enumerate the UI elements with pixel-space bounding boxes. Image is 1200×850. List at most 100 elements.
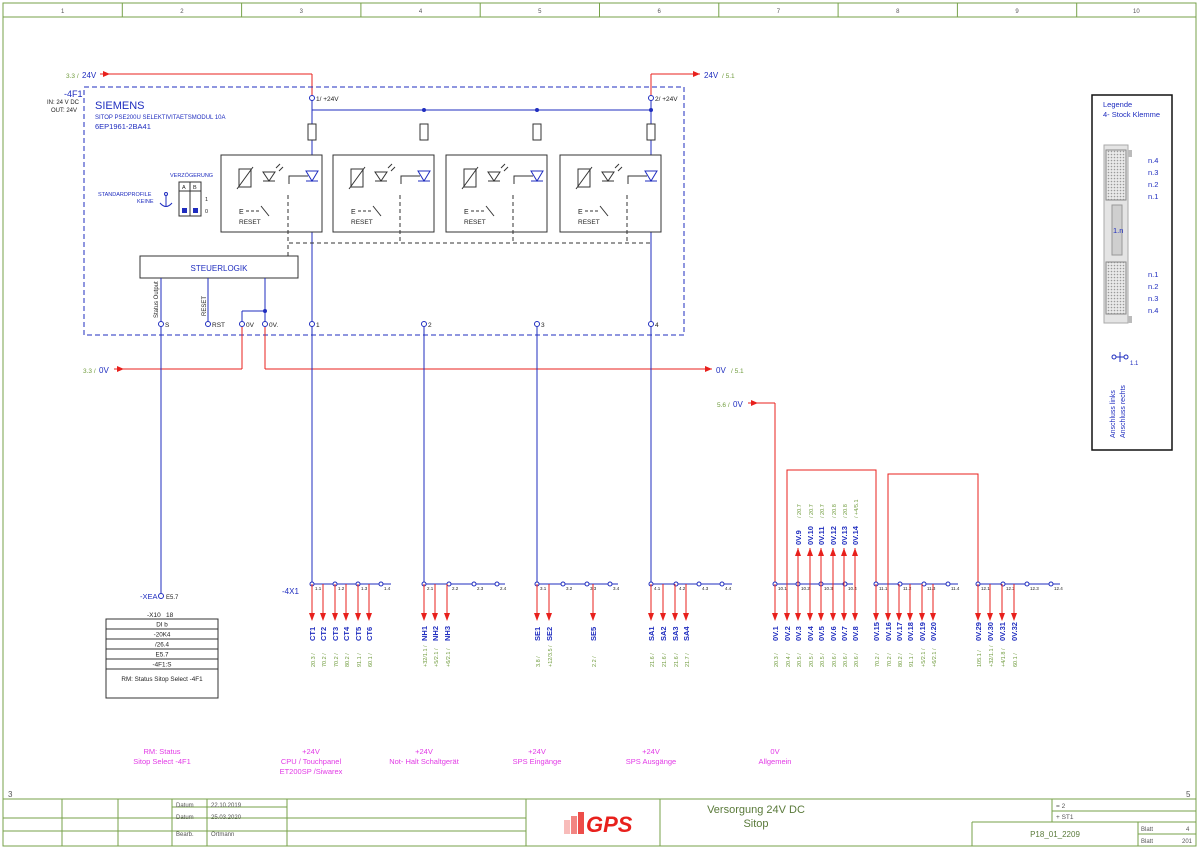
output-ref: +32/1.1 / bbox=[989, 645, 995, 667]
output-ref: 60.1 / bbox=[1013, 653, 1019, 667]
bridge-output-0V.13: 0V.13 / 20.8 bbox=[840, 504, 849, 584]
terminal-label: 11.1 bbox=[879, 586, 888, 591]
output-ref: 60.1 / bbox=[368, 653, 374, 667]
output-ref: 21.6 / bbox=[650, 653, 656, 667]
terminal-label: 3.4 bbox=[613, 586, 620, 591]
terminal-block-icon bbox=[1103, 144, 1132, 324]
legend-top-n4: n.4 bbox=[1148, 156, 1158, 165]
terminal-label: 4.3 bbox=[702, 586, 709, 591]
legend-top-n3: n.3 bbox=[1148, 168, 1158, 177]
terminal-label: 1.4 bbox=[384, 586, 391, 591]
bridge-output-id: 0V.10 bbox=[806, 526, 815, 545]
terminal-label: 2.4 bbox=[500, 586, 507, 591]
label-0v-in-b: 0V bbox=[733, 400, 743, 409]
ref-24v-out: / 5.1 bbox=[722, 73, 735, 80]
bridge-output-id: 0V.14 bbox=[851, 525, 860, 545]
output-0V.1: 0V.120.3 / bbox=[771, 584, 780, 667]
device-4f1: -4F1 IN: 24 V DC OUT: 24V SIEMENS SITOP … bbox=[47, 86, 685, 336]
column-label: 8 bbox=[896, 9, 900, 15]
terminal-label: 2.2 bbox=[452, 586, 459, 591]
svg-text:E: E bbox=[351, 209, 356, 216]
output-ref: 3.8 / bbox=[536, 656, 542, 667]
output-ref: 20.5 / bbox=[809, 653, 815, 667]
output-ref: 80.2 / bbox=[898, 653, 904, 667]
bridge-output-ref: / 20.7 bbox=[809, 504, 815, 518]
supply-24v-out: 24V / 5.1 bbox=[650, 71, 735, 97]
device-part-number: 6EP1961-2BA41 bbox=[95, 122, 151, 131]
column-label: 9 bbox=[1015, 9, 1019, 15]
blatt-total-label: Blatt bbox=[1141, 839, 1153, 845]
xea-row: DI b bbox=[156, 622, 168, 629]
output-ref: 70.2 / bbox=[887, 653, 893, 667]
xea-input-box: -XEA E5.7 -X10 18 DI b-20K4/26.4E5.7-4F1… bbox=[105, 327, 219, 699]
output-0V.19: 0V.19+5/2.1 / bbox=[918, 584, 927, 667]
gps-logo-icon: GPS bbox=[564, 812, 633, 837]
output-ref: 91.1 / bbox=[909, 653, 915, 667]
legend-bridge-ref: 1.1 bbox=[1130, 361, 1139, 367]
reset-vertical-label: RESET bbox=[202, 296, 208, 316]
output-ref: 80.2 / bbox=[345, 653, 351, 667]
output-0V.31: 0V.31 +4/1.8 / bbox=[998, 584, 1007, 667]
anchor-icon bbox=[159, 192, 173, 207]
bridge-output-ref: / 20.8 bbox=[843, 504, 849, 518]
legend-top-n1: n.1 bbox=[1148, 192, 1158, 201]
group-label-line: +24V bbox=[302, 747, 320, 756]
drawing-number: P18_01_2209 bbox=[1030, 830, 1080, 839]
ref-0v-in: 3.3 / bbox=[83, 368, 96, 375]
column-label: 6 bbox=[657, 9, 661, 15]
bridge-output-id: 0V.12 bbox=[829, 526, 838, 545]
output-ref: 20.6 / bbox=[854, 653, 860, 667]
column-label: 1 bbox=[61, 9, 65, 15]
output-ref: 20.6 / bbox=[832, 653, 838, 667]
svg-text:E: E bbox=[464, 209, 469, 216]
switch-col-a: A bbox=[182, 185, 186, 191]
svg-text:E: E bbox=[239, 209, 244, 216]
output-0V.2: 0V.220.4 / bbox=[783, 584, 792, 667]
output-SE2: SE2+12/3.5 / bbox=[545, 584, 554, 667]
device-description: SITOP PSE200U SELEKTIVITAETSMODUL 10A bbox=[95, 115, 226, 121]
datum-label-2: Datum bbox=[176, 815, 194, 821]
xea-row: /26.4 bbox=[155, 642, 170, 649]
channel-3: E RESET bbox=[445, 123, 548, 327]
bridge-symbol-icon bbox=[1111, 352, 1129, 362]
output-id: 0V.31 bbox=[998, 622, 1007, 641]
output-id: 0V.17 bbox=[895, 622, 904, 641]
datum-2: 25.03.2020 bbox=[211, 815, 242, 821]
output-id: SA3 bbox=[671, 626, 680, 641]
bottom-pin-label: 4 bbox=[655, 322, 659, 329]
bridge-output-id: 0V.13 bbox=[840, 526, 849, 545]
legend-bot-n4: n.4 bbox=[1148, 306, 1158, 315]
group-label-line: Not- Halt Schaltgerät bbox=[389, 757, 460, 766]
bridge-output-0V.14: 0V.14/ +4/5.1 bbox=[851, 499, 860, 584]
terminal-label: 2.1 bbox=[427, 586, 434, 591]
legend-bot-n2: n.2 bbox=[1148, 282, 1158, 291]
terminal-label: 3.1 bbox=[540, 586, 547, 591]
ref-0v-in-b: 5.6 / bbox=[717, 402, 730, 409]
title-eq: = 2 bbox=[1056, 803, 1066, 810]
output-id: CT3 bbox=[331, 627, 340, 641]
output-ref: +4/1.8 / bbox=[1001, 648, 1007, 667]
terminal-label: 1.2 bbox=[338, 586, 345, 591]
bridge-output-0V.9: 0V.9/ 20.7 bbox=[794, 504, 803, 584]
column-label: 3 bbox=[300, 9, 304, 15]
output-ref: +12/3.5 / bbox=[548, 645, 554, 667]
group-label-line: ET200SP /Siwarex bbox=[280, 767, 343, 776]
legend-conn-right: Anschluss rechts bbox=[1120, 385, 1127, 438]
output-ref: 21.7 / bbox=[685, 653, 691, 667]
output-NH3: NH3+6/2.1 / bbox=[443, 584, 452, 667]
output-id: CT5 bbox=[354, 627, 363, 641]
side-label-left: 3 bbox=[8, 790, 13, 799]
side-label-right: 5 bbox=[1186, 790, 1191, 799]
bottom-pin-label: 0V. bbox=[269, 322, 278, 329]
output-NH1: NH1+32/1.1 / bbox=[420, 584, 429, 667]
reset-label: RESET bbox=[464, 219, 486, 226]
pin-1-24v: 1/ +24V bbox=[316, 96, 339, 103]
legend-subtitle: 4- Stock Klemme bbox=[1103, 110, 1160, 119]
